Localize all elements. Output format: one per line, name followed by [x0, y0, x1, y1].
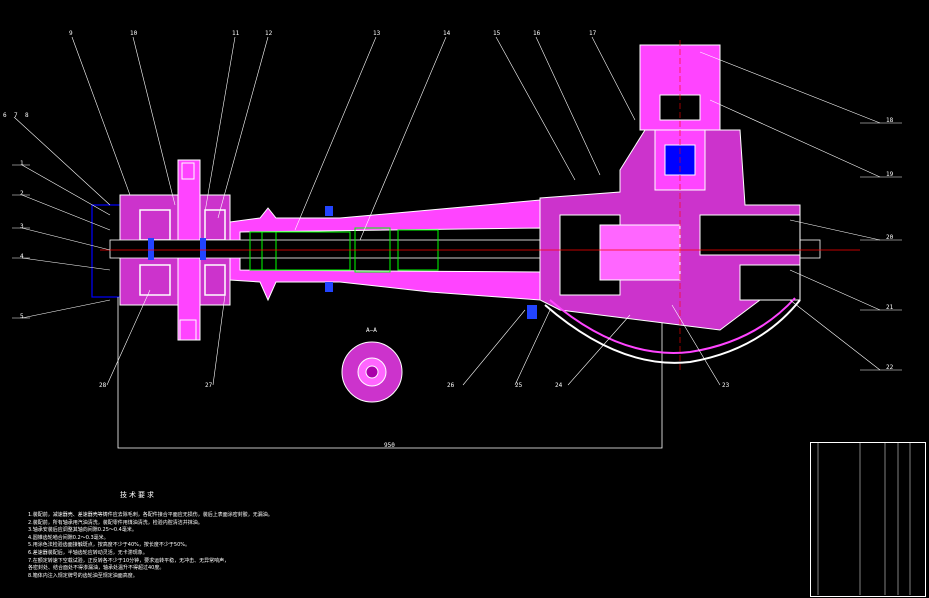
callout-8: 8: [25, 112, 29, 119]
callout-2: 2: [20, 190, 24, 197]
notes-title: 技术要求: [120, 491, 156, 499]
callout-7: 7: [14, 112, 18, 119]
callout-23: 23: [722, 382, 730, 389]
callout-13: 13: [373, 30, 381, 37]
notes-lines: 1.装配前，减速器壳、差速器壳等铸件应去除毛刺，各配件接合平面应无损伤，装后上表…: [28, 512, 328, 580]
callout-20: 20: [886, 234, 894, 241]
note-line: 7.在额定转速下空载试验，正反转各不少于10分钟，要求运转平稳，无冲击、无异常响…: [28, 557, 230, 564]
callout-12: 12: [265, 30, 273, 37]
callout-19: 19: [886, 171, 894, 178]
dimension-value: 950: [384, 442, 395, 449]
callout-18: 18: [886, 117, 894, 124]
callout-24: 24: [555, 382, 563, 389]
note-line: 各密封处、结合面处不得渗漏油，轴承处温升不得超过40度。: [28, 565, 165, 572]
callout-17: 17: [589, 30, 597, 37]
callout-9: 9: [69, 30, 73, 37]
callout-10: 10: [130, 30, 138, 37]
housing-arc: [544, 299, 801, 364]
callout-14: 14: [443, 30, 451, 37]
callout-27: 27: [205, 382, 213, 389]
note-line: 3.轴承安装后应调整其轴向间隙0.25～0.4毫米。: [28, 527, 137, 534]
callout-6: 6: [3, 112, 7, 119]
housing-arc-inner: [549, 297, 796, 354]
note-line: 5.用涂色法检验齿面接触斑点，按高度不少于40%，按长度不少于50%。: [28, 542, 191, 549]
callout-22: 22: [886, 364, 894, 371]
note-line: 1.装配前，减速器壳、差速器壳等铸件应去除毛刺，各配件接合平面应无损伤，装后上表…: [28, 512, 273, 518]
note-line: 8.箱体内注入规定牌号的齿轮油至规定油面高度。: [28, 572, 138, 579]
callout-15: 15: [493, 30, 501, 37]
note-line: 2.装配前，所有轴承用汽油清洗，装配零件用煤油清洗，检验内腔清洁并抹油。: [28, 519, 203, 526]
callout-26: 26: [447, 382, 455, 389]
section-label: A—A: [366, 327, 377, 334]
callout-4: 4: [20, 253, 24, 260]
callout-underlines: [12, 122, 902, 371]
title-block: [810, 442, 926, 597]
note-line: 6.差速器装配后，半轴齿轮应转动灵活，无卡滞现象。: [28, 549, 148, 556]
dimension-line: [117, 297, 663, 449]
callout-28: 28: [99, 382, 107, 389]
callout-11: 11: [232, 30, 240, 37]
callout-16: 16: [533, 30, 541, 37]
note-line: 4.圆锥齿轮啮合间隙0.2～0.3毫米。: [28, 534, 109, 541]
callout-1: 1: [20, 160, 24, 167]
leader-lines: [13, 36, 881, 386]
callout-3: 3: [20, 223, 24, 230]
callout-25: 25: [515, 382, 523, 389]
title-block-grid: [817, 442, 911, 595]
callout-5: 5: [20, 313, 24, 320]
section-aa: [341, 341, 403, 403]
technical-requirements: 技术要求 1.装配前，减速器壳、差速器壳等铸件应去除毛刺，各配件接合平面应无损伤…: [28, 490, 328, 580]
callout-21: 21: [886, 304, 894, 311]
